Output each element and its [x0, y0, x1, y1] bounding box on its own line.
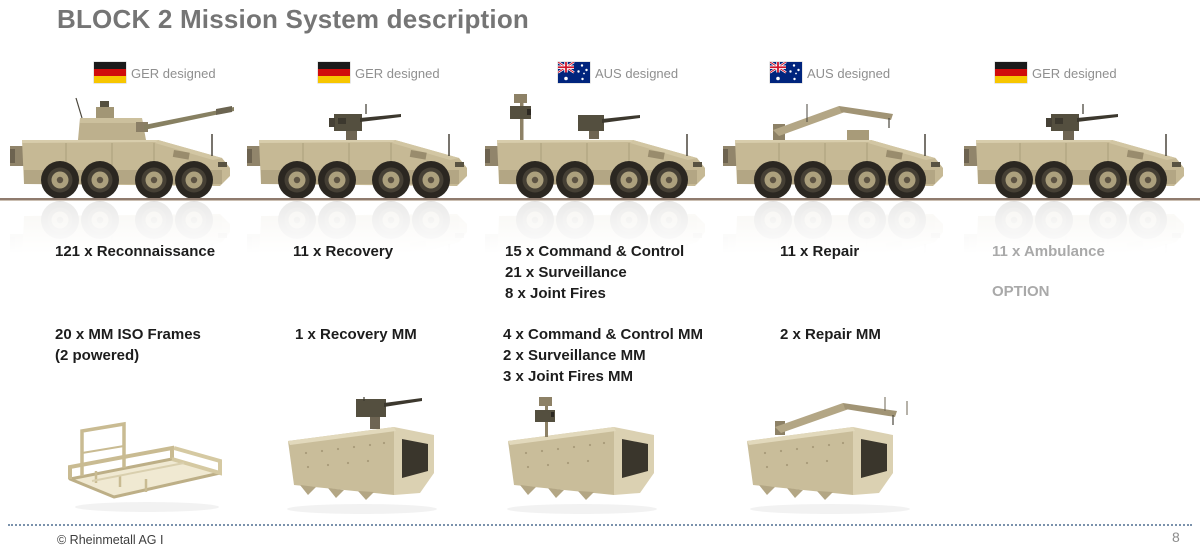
module-count-iso-frames: 20 x MM ISO Frames (2 powered) [55, 324, 201, 366]
module-count-recovery: 1 x Recovery MM [295, 324, 417, 345]
vehicle-image-command-control [483, 94, 713, 254]
ground-line-highlight [0, 200, 1200, 201]
count-line: 2 x Repair MM [780, 326, 881, 343]
designed-label: AUS designed [595, 66, 679, 81]
module-image-iso-frame [68, 422, 222, 514]
vehicle-image-recovery [245, 94, 475, 254]
module-count-command-control: 4 x Command & Control MM 2 x Surveillanc… [503, 324, 703, 387]
module-image-command-control-mm [492, 397, 682, 522]
count-line: (2 powered) [55, 347, 140, 364]
count-line: 15 x Command & Control [505, 243, 685, 260]
count-line: 11 x Recovery [293, 243, 394, 260]
vehicle-image-ambulance [962, 94, 1192, 254]
designed-label: GER designed [131, 66, 216, 81]
vehicle-image-reconnaissance [8, 94, 238, 254]
designed-label: AUS designed [807, 66, 891, 81]
count-line: 11 x Ambulance [992, 243, 1105, 260]
germany-flag-icon [318, 62, 350, 83]
australia-flag-icon [770, 62, 802, 83]
count-line: 8 x Joint Fires [505, 285, 606, 302]
footer-copyright: © Rheinmetall AG I [57, 533, 164, 547]
vehicle-image-repair [721, 94, 951, 254]
count-line: 11 x Repair [780, 243, 860, 260]
ground-line [0, 198, 1200, 200]
count-line: 20 x MM ISO Frames [55, 326, 201, 343]
count-line: 1 x Recovery MM [295, 326, 417, 343]
count-line: 21 x Surveillance [505, 264, 627, 281]
germany-flag-icon [995, 62, 1027, 83]
page-number: 8 [1172, 529, 1180, 545]
module-count-repair: 2 x Repair MM [780, 324, 881, 345]
module-image-repair-mm [735, 397, 925, 522]
vehicle-count-ambulance: 11 x Ambulance [992, 241, 1105, 262]
count-line: 2 x Surveillance MM [503, 347, 646, 364]
footer-divider [8, 524, 1192, 526]
germany-flag-icon [94, 62, 126, 83]
option-label: OPTION [992, 283, 1050, 300]
count-line: 121 x Reconnaissance [55, 243, 216, 260]
designed-label: GER designed [355, 66, 440, 81]
module-image-recovery-mm [272, 397, 462, 522]
count-line: 4 x Command & Control MM [503, 326, 704, 343]
vehicle-count-repair: 11 x Repair [780, 241, 859, 262]
vehicle-count-recovery: 11 x Recovery [293, 241, 393, 262]
vehicle-count-reconnaissance: 121 x Reconnaissance [55, 241, 215, 262]
vehicle-count-command-control: 15 x Command & Control 21 x Surveillance… [505, 241, 684, 304]
designed-label: GER designed [1032, 66, 1117, 81]
count-line: 3 x Joint Fires MM [503, 368, 634, 385]
australia-flag-icon [558, 62, 590, 83]
page-title: BLOCK 2 Mission System description [57, 4, 530, 34]
